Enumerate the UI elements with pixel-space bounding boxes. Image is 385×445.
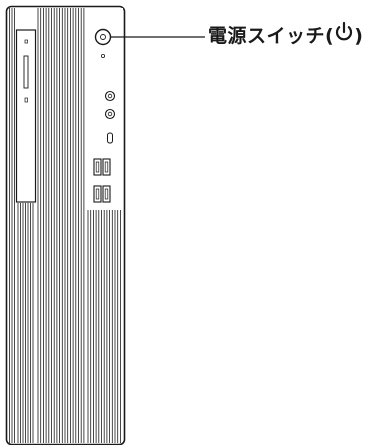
- power-button-inner: [100, 34, 106, 40]
- power-icon: [334, 21, 354, 50]
- usb-a-port-tongue: [95, 188, 100, 200]
- power-switch-callout: 電源スイッチ( ): [208, 21, 364, 50]
- front-grille: [9, 8, 121, 443]
- usb-c-port: [107, 132, 113, 144]
- usb-a-port-tongue: [104, 161, 109, 173]
- audio-jack-1-inner: [107, 93, 113, 99]
- audio-jack-2-inner: [107, 111, 113, 117]
- optical-drive-slot: [23, 55, 29, 89]
- callout-label-close: ): [354, 25, 364, 47]
- usb-a-ports: [93, 158, 111, 203]
- callout-label: 電源スイッチ(: [208, 25, 335, 47]
- optical-drive-bay: [15, 29, 37, 203]
- drive-indicator-top: [24, 39, 28, 44]
- drive-eject-button: [24, 97, 28, 103]
- usb-a-port-tongue: [104, 188, 109, 200]
- usb-a-port-tongue: [95, 161, 100, 173]
- power-led: [101, 54, 106, 59]
